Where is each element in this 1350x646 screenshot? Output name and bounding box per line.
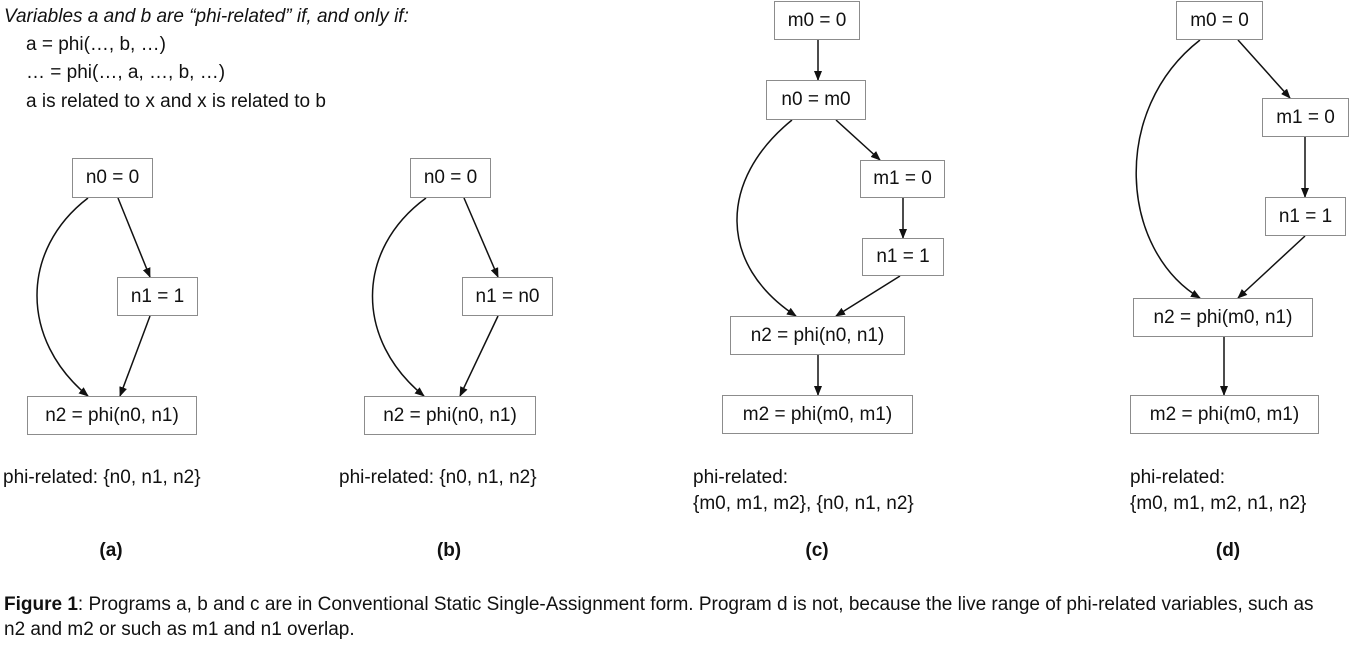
- definition-rule-3: a is related to x and x is related to b: [26, 91, 326, 112]
- panel-label-a: (a): [99, 540, 123, 561]
- phi-related-c-heading: phi-related:: [693, 467, 789, 488]
- phi-related-d-heading: phi-related:: [1130, 467, 1226, 488]
- edge-b-n0-n1: [463, 197, 499, 278]
- edge-c-n1-n2: [835, 275, 901, 317]
- caption-text: : Programs a, b and c are in Conventiona…: [4, 594, 1314, 640]
- phi-related-a: phi-related: {n0, n1, n2}: [3, 467, 201, 488]
- panel-label-c: (c): [805, 540, 829, 561]
- node-d-n1: n1 = 1: [1265, 197, 1346, 236]
- node-a-n2: n2 = phi(n0, n1): [27, 396, 197, 435]
- edge-c-n0-m1: [835, 119, 881, 161]
- node-b-n2: n2 = phi(n0, n1): [364, 396, 536, 435]
- node-c-m1: m1 = 0: [860, 160, 945, 198]
- node-b-n1: n1 = n0: [462, 277, 553, 316]
- edge-c-n0-n2: [736, 119, 797, 317]
- node-b-n0: n0 = 0: [410, 158, 491, 198]
- panel-label-b: (b): [436, 540, 462, 561]
- definition-rule-1: a = phi(…, b, …): [26, 34, 166, 55]
- node-c-m2: m2 = phi(m0, m1): [722, 395, 913, 434]
- node-a-n1: n1 = 1: [117, 277, 198, 316]
- node-c-m0: m0 = 0: [774, 1, 860, 40]
- node-d-m0: m0 = 0: [1176, 1, 1263, 40]
- edge-a-n0-n2: [36, 197, 89, 397]
- definition-title: Variables a and b are “phi-related” if, …: [4, 6, 409, 27]
- edge-d-n1-n2: [1237, 235, 1306, 299]
- node-a-n0: n0 = 0: [72, 158, 153, 198]
- edge-d-m0-n2: [1135, 39, 1201, 299]
- node-c-n0: n0 = m0: [766, 80, 866, 120]
- caption-label: Figure 1: [4, 594, 78, 615]
- edge-b-n1-n2: [459, 315, 499, 397]
- phi-related-c-sets: {m0, m1, m2}, {n0, n1, n2}: [693, 493, 914, 514]
- phi-related-b: phi-related: {n0, n1, n2}: [339, 467, 537, 488]
- edge-b-n0-n2: [371, 197, 427, 397]
- edge-a-n0-n1: [117, 197, 151, 278]
- node-d-m1: m1 = 0: [1262, 98, 1349, 137]
- node-d-m2: m2 = phi(m0, m1): [1130, 395, 1319, 434]
- node-c-n1: n1 = 1: [862, 238, 944, 276]
- node-c-n2: n2 = phi(n0, n1): [730, 316, 905, 355]
- edge-d-m0-m1: [1237, 39, 1291, 99]
- panel-label-d: (d): [1215, 540, 1241, 561]
- definition-rule-2: … = phi(…, a, …, b, …): [26, 62, 226, 83]
- node-d-n2: n2 = phi(m0, n1): [1133, 298, 1313, 337]
- figure-caption: Figure 1: Programs a, b and c are in Con…: [4, 592, 1334, 642]
- phi-related-d-sets: {m0, m1, m2, n1, n2}: [1130, 493, 1307, 514]
- edge-a-n1-n2: [119, 315, 151, 397]
